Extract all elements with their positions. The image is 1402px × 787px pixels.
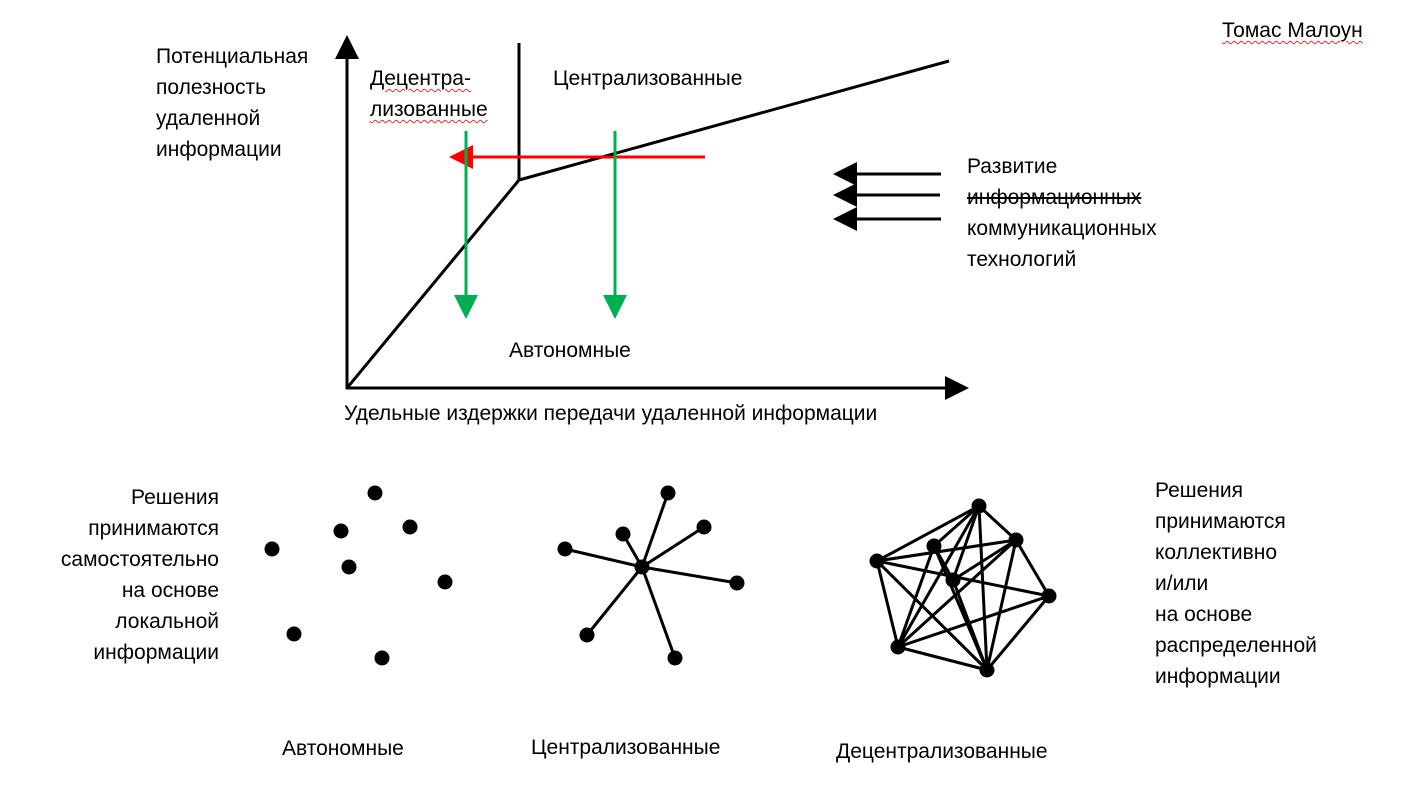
network-node: [1008, 532, 1024, 548]
network-edge: [896, 545, 936, 648]
right-note-line: и/или: [1155, 572, 1209, 595]
left-note-line: локальной: [115, 610, 219, 633]
right-note-line: на основе: [1155, 603, 1253, 626]
network-node: [1041, 588, 1057, 604]
ict-note-line: технологий: [967, 248, 1077, 271]
network-edge: [641, 565, 738, 585]
network-node: [367, 485, 383, 501]
ict-note-line: коммуникационных: [967, 217, 1157, 240]
network-edge: [977, 505, 989, 671]
network-node: [437, 574, 453, 590]
network-edge: [585, 566, 644, 636]
network-edge: [985, 595, 1051, 671]
left-note-line: на основе: [121, 579, 219, 602]
centralized-network-label: Централизованные: [531, 736, 721, 759]
network-node: [979, 662, 995, 678]
y-axis-label: Потенциальная полезность удаленной инфор…: [156, 41, 308, 165]
network-node: [971, 498, 987, 514]
network-node: [333, 523, 349, 539]
network-edge: [977, 504, 1018, 542]
network-node: [615, 526, 631, 542]
region-centralized-label: Централизованные: [553, 67, 743, 90]
network-edge: [875, 560, 900, 648]
y-label-line: удаленной: [156, 107, 261, 130]
network-edge: [897, 645, 988, 672]
network-edge: [896, 505, 981, 648]
ict-note-line: Развитие: [967, 155, 1058, 178]
axes: [335, 35, 969, 400]
network-node: [696, 519, 712, 535]
ict-note-line-struck: информационных: [967, 186, 1142, 209]
network-node: [286, 626, 302, 642]
network-node: [869, 553, 885, 569]
network-edge: [564, 547, 643, 569]
centralized-network: [557, 485, 745, 666]
network-edge: [640, 492, 670, 568]
right-note-line: коллективно: [1155, 541, 1278, 564]
network-edge: [876, 504, 980, 563]
right-note-line: Решения: [1155, 479, 1243, 502]
network-edge: [985, 539, 1018, 671]
network-node: [667, 650, 683, 666]
left-note-line: Решения: [131, 486, 219, 509]
right-note-line: распределенной: [1155, 634, 1317, 657]
region-label-line: Децентра-: [370, 67, 471, 90]
network-node: [890, 639, 906, 655]
autonomous-network: [264, 485, 453, 666]
y-label-line: Потенциальная: [156, 45, 309, 68]
left-note: Решения принимаются самостоятельно на ос…: [61, 482, 219, 668]
network-edge: [641, 525, 705, 569]
network-node: [729, 575, 745, 591]
network-edge: [951, 505, 981, 581]
network-edge: [640, 566, 677, 659]
network-node: [341, 559, 357, 575]
y-label-line: информации: [156, 138, 282, 161]
left-note-line: принимаются: [88, 517, 219, 540]
x-axis-label: Удельные издержки передачи удаленной инф…: [344, 402, 878, 425]
left-note-line: самостоятельно: [60, 548, 219, 571]
ict-arrows: [833, 162, 941, 231]
network-edge: [1014, 539, 1051, 597]
network-edge: [932, 545, 989, 671]
network-edge: [876, 538, 1017, 563]
network-edge: [897, 594, 1050, 649]
network-node: [264, 541, 280, 557]
network-edge: [933, 504, 980, 548]
network-node: [660, 485, 676, 501]
right-note: Решения принимаются коллективно и/или на…: [1155, 475, 1317, 692]
network-node: [926, 538, 942, 554]
right-note-line: информации: [1155, 665, 1281, 688]
left-note-line: информации: [93, 641, 219, 664]
region-autonomous-label: Автономные: [509, 339, 631, 362]
autonomous-network-label: Автономные: [282, 737, 404, 760]
ict-note: Развитие информационных коммуникационных…: [967, 151, 1157, 275]
network-edge: [876, 559, 1050, 598]
right-note-line: принимаются: [1155, 510, 1286, 533]
network-node: [634, 559, 650, 575]
region-label-line: лизованные: [370, 98, 488, 121]
author-name: Томас Малоун: [1222, 15, 1363, 46]
decentralized-network-label: Децентрализованные: [836, 740, 1048, 763]
decentralized-network: [869, 498, 1057, 678]
network-edge: [952, 538, 1017, 582]
region-decentralized-label: Децентра- лизованные: [370, 63, 488, 125]
network-node: [374, 650, 390, 666]
y-label-line: полезность: [156, 76, 267, 99]
network-node: [579, 627, 595, 643]
network-node: [945, 572, 961, 588]
author-text: Томас Малоун: [1222, 19, 1363, 42]
network-node: [557, 541, 573, 557]
network-node: [402, 519, 418, 535]
